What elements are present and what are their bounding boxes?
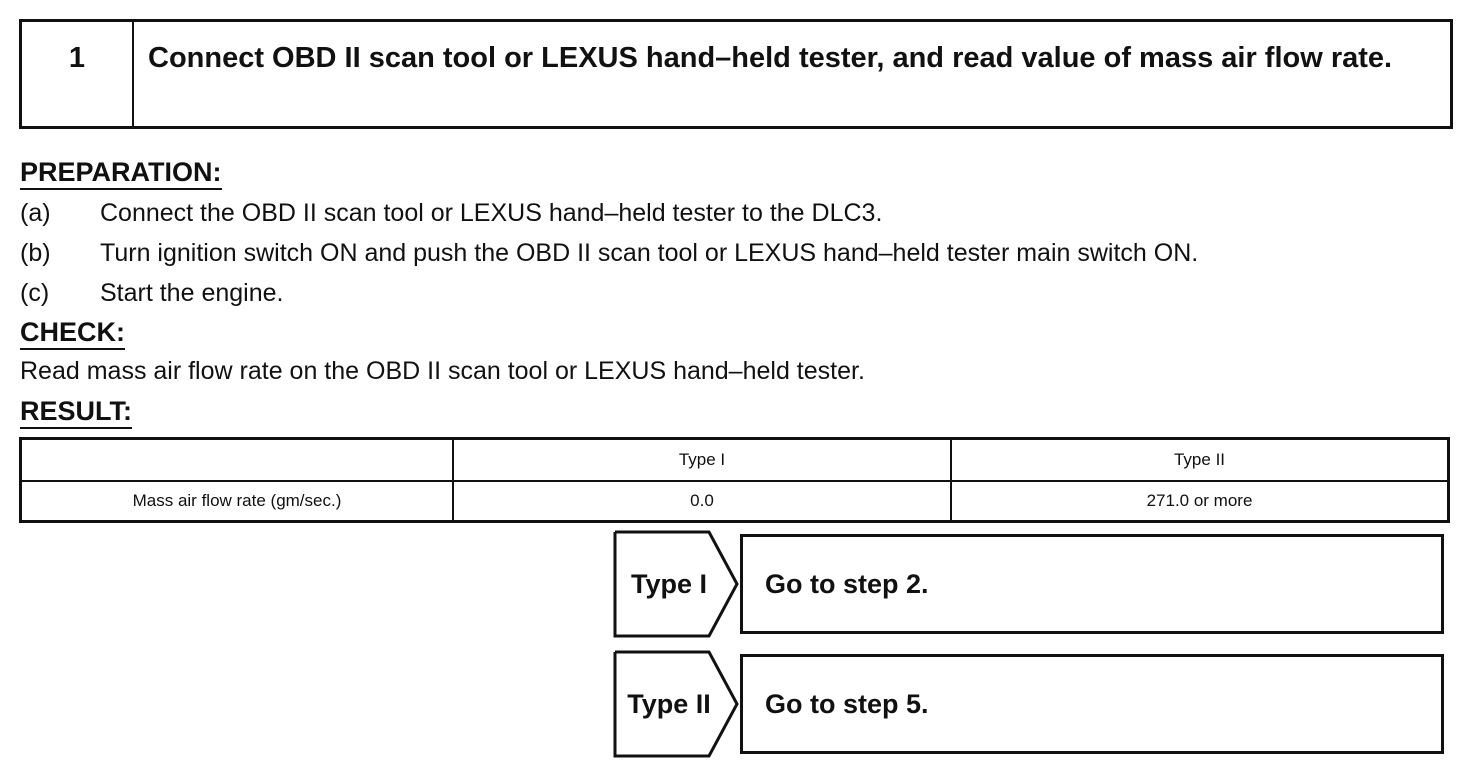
preparation-heading: PREPARATION: xyxy=(20,157,222,190)
table-cell: Mass air flow rate (gm/sec.) xyxy=(19,480,454,523)
type-ii-label: Type II xyxy=(627,688,711,719)
type-i-label: Type I xyxy=(630,568,708,599)
preparation-item-label: (c) xyxy=(20,279,50,307)
preparation-item-text: Connect the OBD II scan tool or LEXUS ha… xyxy=(100,199,883,227)
preparation-item-text: Start the engine. xyxy=(100,279,284,307)
table-header-cell: Type I xyxy=(452,437,952,482)
result-table: Type I Type II Mass air flow rate (gm/se… xyxy=(19,437,1450,523)
result-heading: RESULT: xyxy=(20,396,132,429)
type-i-action: Go to step 2. xyxy=(740,534,1444,634)
type-ii-action: Go to step 5. xyxy=(740,654,1444,754)
arrow-shape-icon xyxy=(613,530,739,638)
table-row: Mass air flow rate (gm/sec.) 0.0 271.0 o… xyxy=(19,480,1450,523)
preparation-item-label: (a) xyxy=(20,199,51,227)
table-header-cell: Type II xyxy=(950,437,1450,482)
table-cell: 271.0 or more xyxy=(950,480,1450,523)
check-heading: CHECK: xyxy=(20,317,125,350)
type-ii-arrow: Type II xyxy=(613,650,739,758)
step-number: 1 xyxy=(22,22,134,126)
type-i-arrow: Type I xyxy=(613,530,739,638)
check-text: Read mass air flow rate on the OBD II sc… xyxy=(20,357,865,385)
table-cell: 0.0 xyxy=(452,480,952,523)
arrow-shape-icon xyxy=(613,650,739,758)
preparation-item-text: Turn ignition switch ON and push the OBD… xyxy=(100,239,1199,267)
preparation-item-label: (b) xyxy=(20,239,51,267)
table-header-cell xyxy=(19,437,454,482)
table-header-row: Type I Type II xyxy=(19,437,1450,482)
step-header: 1 Connect OBD II scan tool or LEXUS hand… xyxy=(19,19,1453,129)
step-title: Connect OBD II scan tool or LEXUS hand–h… xyxy=(148,42,1393,74)
